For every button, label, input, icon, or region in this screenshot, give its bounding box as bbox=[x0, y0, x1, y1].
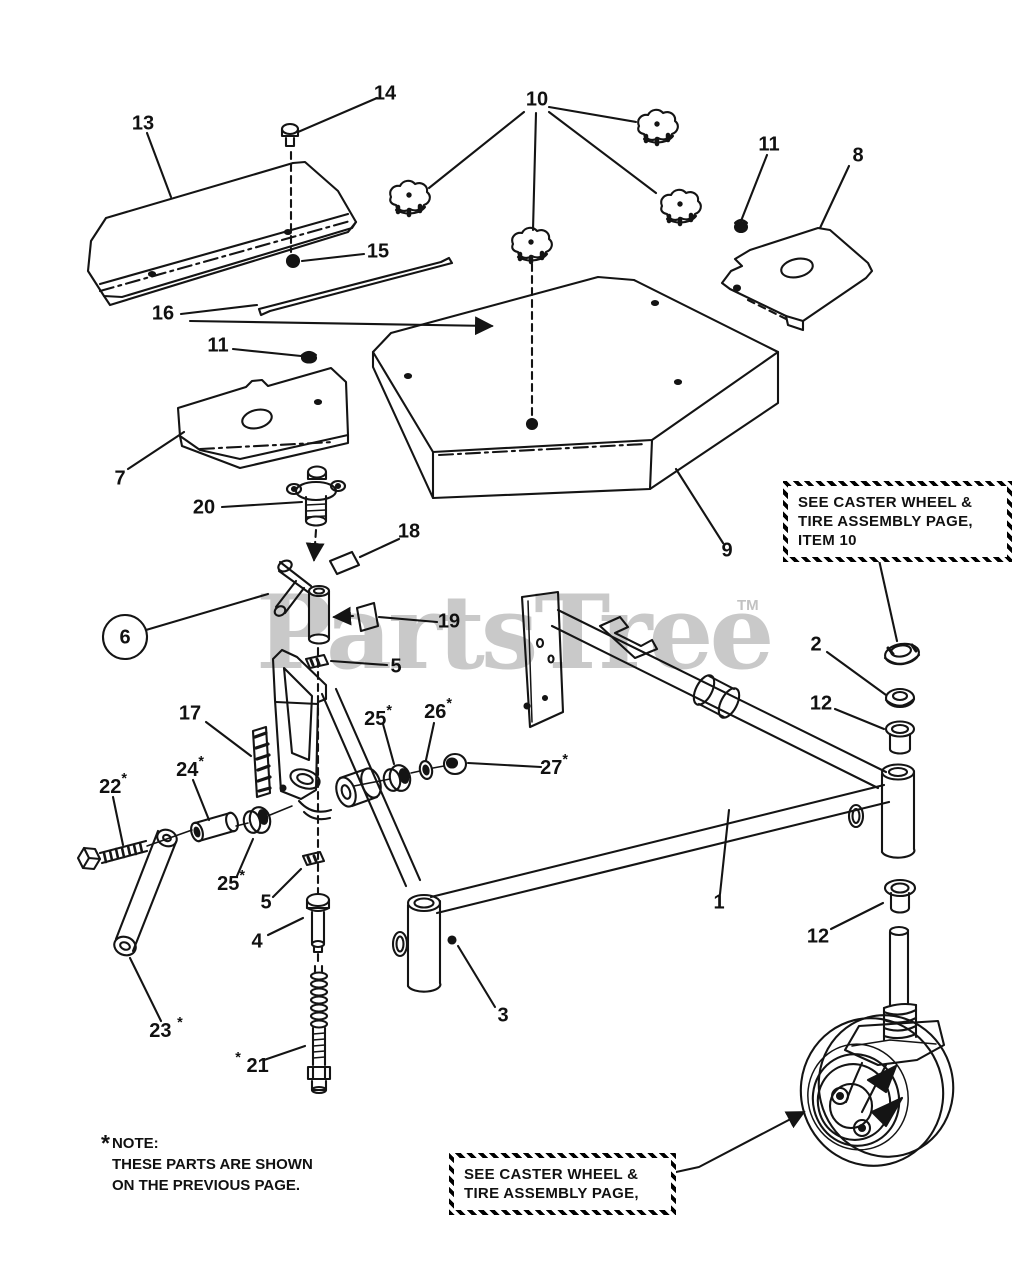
callout-label-10: 10 bbox=[525, 88, 549, 111]
callout-label-14: 14 bbox=[373, 82, 397, 105]
stem-nut bbox=[883, 642, 921, 666]
spring-bolt-21 bbox=[306, 964, 332, 1095]
callout-label-11-left: 11 bbox=[207, 334, 229, 357]
callout-label-20: 20 bbox=[192, 496, 216, 519]
screw-11-left bbox=[300, 350, 318, 364]
callout-label-22: 22* bbox=[99, 771, 127, 798]
height-lever-6 bbox=[273, 559, 331, 645]
callout-label-25-right: 25* bbox=[364, 703, 392, 730]
bushing-25-left bbox=[242, 806, 272, 834]
deflector-plate-13 bbox=[86, 160, 358, 307]
callout-label-25-left: 25* bbox=[217, 868, 245, 895]
shoulder-bolt-4 bbox=[305, 892, 331, 954]
callout-label-11-right: 11 bbox=[758, 133, 780, 156]
callout-label-16: 16 bbox=[151, 302, 175, 325]
footnote-asterisk: * bbox=[101, 1130, 110, 1156]
caster-note-box-bottom: SEE CASTER WHEEL & TIRE ASSEMBLY PAGE, bbox=[449, 1153, 676, 1215]
cover-plate-7 bbox=[176, 366, 350, 470]
callout-label-23: 23 * bbox=[149, 1015, 183, 1042]
caster-wheel-assembly bbox=[799, 925, 955, 1167]
callout-label-27: 27* bbox=[540, 752, 568, 779]
callout-label-26: 26* bbox=[424, 696, 452, 723]
callout-label-19: 19 bbox=[437, 610, 461, 633]
idler-arm-23 bbox=[113, 828, 178, 957]
callout-label-18: 18 bbox=[397, 520, 421, 543]
bushing-25-right bbox=[382, 764, 412, 792]
cover-plate-8 bbox=[720, 226, 874, 332]
callout-label-6: 6 bbox=[119, 626, 131, 649]
callout-label-5-upper: 5 bbox=[390, 655, 402, 678]
callout-label-24: 24* bbox=[176, 754, 204, 781]
spacer-24 bbox=[190, 811, 239, 843]
callout-label-13: 13 bbox=[131, 112, 155, 135]
leader-lines bbox=[111, 96, 899, 1176]
circle-callout-6 bbox=[101, 613, 149, 661]
footnote: *NOTE: THESE PARTS ARE SHOWN ON THE PREV… bbox=[101, 1130, 313, 1195]
nut-27 bbox=[442, 752, 468, 776]
caster-note-box-top: SEE CASTER WHEEL & TIRE ASSEMBLY PAGE, I… bbox=[783, 481, 1012, 562]
callout-label-9: 9 bbox=[721, 539, 733, 562]
callout-label-17: 17 bbox=[178, 702, 202, 725]
axle-tube bbox=[320, 687, 422, 888]
hex-bolt-22 bbox=[76, 839, 149, 871]
callout-label-8: 8 bbox=[852, 144, 864, 167]
washer-2 bbox=[884, 687, 916, 709]
callout-label-12-lower: 12 bbox=[806, 925, 830, 948]
callout-label-4: 4 bbox=[251, 930, 263, 953]
callout-label-3: 3 bbox=[497, 1004, 509, 1027]
bushing-12-lower bbox=[883, 878, 917, 914]
grease-fitting-3 bbox=[447, 935, 457, 945]
callout-label-5-lower: 5 bbox=[260, 891, 272, 914]
watermark-tm: TM bbox=[737, 597, 759, 614]
push-cap-15 bbox=[285, 253, 301, 269]
watermark-text: PartsTree bbox=[256, 573, 774, 693]
wear-strip-16 bbox=[257, 256, 454, 317]
hand-knobs-10 bbox=[390, 110, 701, 262]
shim-18 bbox=[328, 550, 361, 576]
callout-label-7: 7 bbox=[114, 467, 126, 490]
grip-17 bbox=[251, 725, 272, 799]
bushing-12-upper bbox=[884, 720, 916, 755]
callout-label-1: 1 bbox=[713, 891, 725, 914]
frame-weldment-1 bbox=[391, 590, 916, 993]
spindle-bolt-20 bbox=[285, 465, 347, 562]
callout-label-15: 15 bbox=[366, 240, 390, 263]
callout-label-21: * 21 bbox=[235, 1050, 269, 1077]
callout-label-2: 2 bbox=[810, 633, 822, 656]
hanger-bracket bbox=[271, 646, 333, 966]
clip-5-lower bbox=[301, 850, 326, 867]
washer-26 bbox=[418, 760, 434, 780]
callout-label-12-upper: 12 bbox=[809, 692, 833, 715]
deck-plate-9 bbox=[371, 262, 780, 500]
key-plate-19 bbox=[332, 601, 380, 633]
